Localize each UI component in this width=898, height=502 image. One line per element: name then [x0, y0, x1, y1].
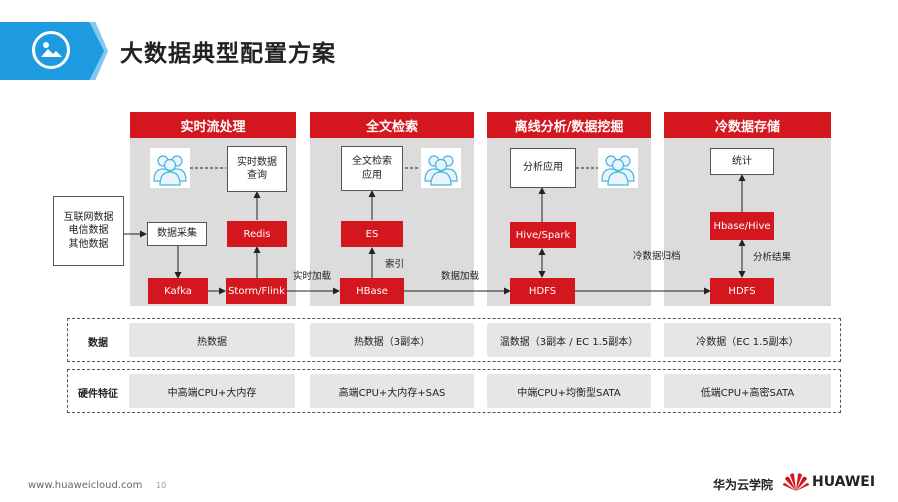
panel-header-cold: 冷数据存储 [664, 112, 831, 138]
data-cell: 冷数据（EC 1.5副本） [664, 323, 831, 357]
user-group-icon [421, 148, 461, 188]
hive-spark-box: Hive/Spark [510, 222, 576, 248]
edge-label-index: 索引 [385, 259, 405, 270]
footer-url: www.huaweicloud.com [28, 480, 143, 491]
row-label-hardware: 硬件特征 [78, 389, 118, 400]
academy-label: 华为云学院 [713, 478, 774, 492]
data-cell: 热数据 [129, 323, 295, 357]
edge-label-data-load: 数据加载 [441, 271, 480, 282]
edge-label-cold-archive: 冷数据归档 [633, 251, 681, 262]
realtime-query-box: 实时数据 查询 [227, 146, 287, 192]
page-number: 10 [156, 481, 167, 490]
hardware-cell: 中高端CPU+大内存 [129, 374, 295, 408]
stats-box: 统计 [710, 148, 774, 175]
panel-offline [487, 112, 651, 306]
panel-cold [664, 112, 831, 306]
analysis-app-box: 分析应用 [510, 148, 576, 188]
fulltext-app-box: 全文检索 应用 [341, 146, 403, 191]
data-cell: 温数据（3副本 / EC 1.5副本） [487, 323, 651, 357]
huawei-logo-icon [782, 471, 810, 493]
hardware-row [67, 369, 841, 413]
panel-header-realtime: 实时流处理 [130, 112, 296, 138]
data-source-box: 互联网数据 电信数据 其他数据 [53, 196, 124, 266]
page-title: 大数据典型配置方案 [120, 41, 336, 67]
panel-header-offline: 离线分析/数据挖掘 [487, 112, 651, 138]
storm-flink-box: Storm/Flink [226, 278, 287, 304]
panel-realtime [130, 112, 296, 306]
hbase-hive-box: Hbase/Hive [710, 212, 774, 240]
hdfs-box-offline: HDFS [510, 278, 575, 304]
user-group-icon [150, 148, 190, 188]
image-icon [32, 31, 70, 69]
panel-header-fulltext: 全文检索 [310, 112, 474, 138]
edge-label-realtime-load: 实时加载 [293, 271, 332, 282]
panel-fulltext [310, 112, 474, 306]
kafka-box: Kafka [148, 278, 208, 304]
hardware-cell: 低端CPU+高密SATA [664, 374, 831, 408]
es-box: ES [341, 221, 403, 247]
data-row [67, 318, 841, 362]
hardware-cell: 中端CPU+均衡型SATA [487, 374, 651, 408]
hbase-box: HBase [340, 278, 404, 304]
huawei-brand: HUAWEI [812, 474, 876, 490]
user-group-icon [598, 148, 638, 188]
edge-label-analysis-result: 分析结果 [753, 252, 792, 263]
row-label-data: 数据 [88, 338, 108, 349]
hdfs-box-cold: HDFS [710, 278, 774, 304]
hardware-cell: 高端CPU+大内存+SAS [310, 374, 474, 408]
redis-box: Redis [227, 221, 287, 247]
data-cell: 热数据（3副本） [310, 323, 474, 357]
data-collect-box: 数据采集 [147, 222, 207, 246]
